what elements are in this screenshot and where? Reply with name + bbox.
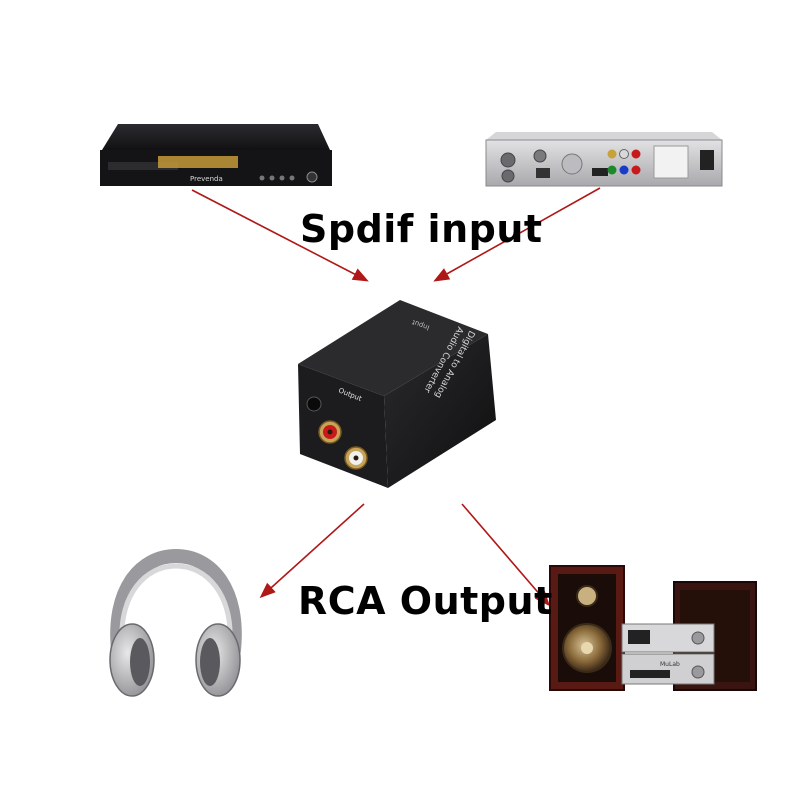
dvd-tray	[108, 162, 178, 170]
rca-output-label: RCA Output	[298, 579, 553, 623]
arrow-converter-to-headphones	[259, 503, 365, 599]
converter-dc-jack	[306, 396, 322, 412]
headphones	[109, 548, 242, 697]
dvd-player: Prevenda	[100, 124, 332, 186]
set-top-box	[485, 132, 723, 187]
converter-rca-red-pin	[327, 429, 333, 435]
stb-top	[486, 132, 722, 140]
tuner-knob	[691, 665, 705, 679]
dvd-button	[279, 175, 285, 181]
dvd-knob	[306, 171, 318, 183]
dvd-button	[269, 175, 275, 181]
amplifier-knob	[691, 631, 705, 645]
stereo-system: MuLab	[549, 565, 757, 691]
stb-power-socket	[700, 150, 714, 170]
arrow-stb-to-converter	[433, 187, 601, 282]
arrow-dvd-to-converter	[191, 189, 369, 282]
amplifier-display	[628, 630, 650, 644]
arrows	[191, 187, 601, 607]
converter-top	[298, 300, 488, 396]
stb-rca-blue	[619, 165, 629, 175]
stb-rca-yellow	[607, 149, 617, 159]
dvd-top	[102, 124, 330, 150]
stb-hdmi-port	[592, 168, 608, 176]
converter-rca-white-pin	[353, 455, 359, 461]
converter-side	[384, 334, 496, 488]
stb-label-sticker	[653, 145, 689, 179]
headphones-left-pad	[130, 638, 150, 686]
converter-box: Digital to Analog Audio Converter Input …	[298, 300, 496, 488]
headphones-right-pad	[200, 638, 220, 686]
stb-rca-red	[631, 149, 641, 159]
left-speaker-dustcap	[581, 642, 593, 654]
headphones-band	[110, 548, 242, 657]
stb-rca-red	[631, 165, 641, 175]
left-speaker-tweeter	[576, 585, 598, 607]
dvd-button	[259, 175, 265, 181]
tuner-display	[630, 670, 670, 678]
stb-rca-white	[619, 149, 629, 159]
stb-rf-port	[500, 152, 516, 168]
stb-logo-badge	[561, 153, 583, 175]
stb-rca-green	[607, 165, 617, 175]
arrow-converter-to-speakers	[461, 503, 551, 607]
stereo-brand: MuLab	[660, 661, 680, 668]
stb-rf-port	[501, 169, 515, 183]
dvd-display	[158, 156, 238, 168]
dvd-brand: Prevenda	[190, 175, 223, 183]
spdif-input-label: Spdif input	[300, 207, 543, 251]
headphones-band-highlight	[119, 563, 233, 643]
stb-port	[533, 149, 547, 163]
stb-port	[536, 168, 550, 178]
dvd-button	[289, 175, 295, 181]
